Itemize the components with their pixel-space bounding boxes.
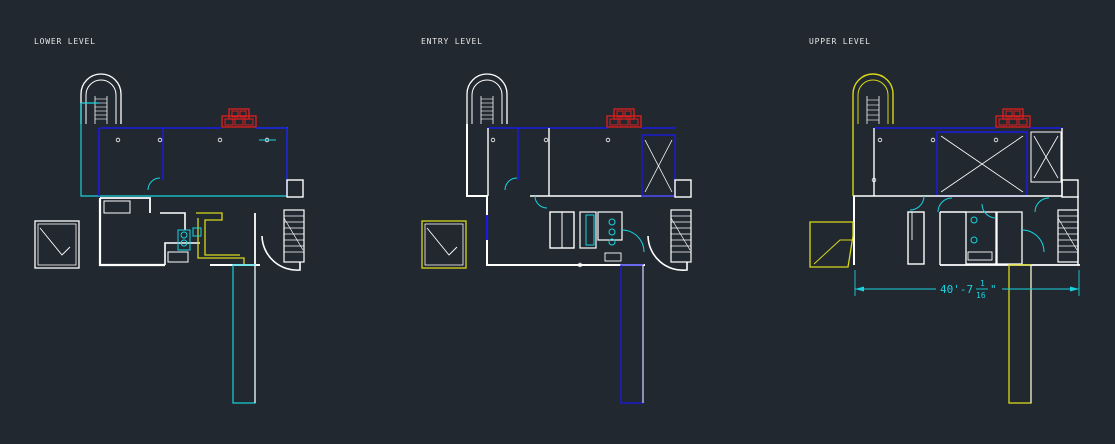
plan-upper-level: 40'-7 1 16 " (809, 73, 1080, 404)
plan-lower-level (34, 73, 305, 404)
round-stair-lower (80, 73, 122, 125)
level-title-lower: LOWER LEVEL (34, 37, 96, 46)
dimension-frac-den: 16 (976, 291, 986, 300)
dimension-suffix: " (990, 283, 997, 296)
dimension-frac-num: 1 (980, 279, 985, 288)
dimension-main: 40'-7 (940, 283, 973, 296)
chimney-entry (606, 108, 642, 128)
level-title-entry: ENTRY LEVEL (421, 37, 483, 46)
dimension-line: 40'-7 1 16 " (854, 270, 1080, 300)
round-stair-entry (466, 73, 508, 125)
chimney-upper (995, 108, 1031, 128)
plan-entry-level (421, 73, 692, 404)
level-title-upper: UPPER LEVEL (809, 37, 871, 46)
chimney-lower (221, 108, 257, 128)
